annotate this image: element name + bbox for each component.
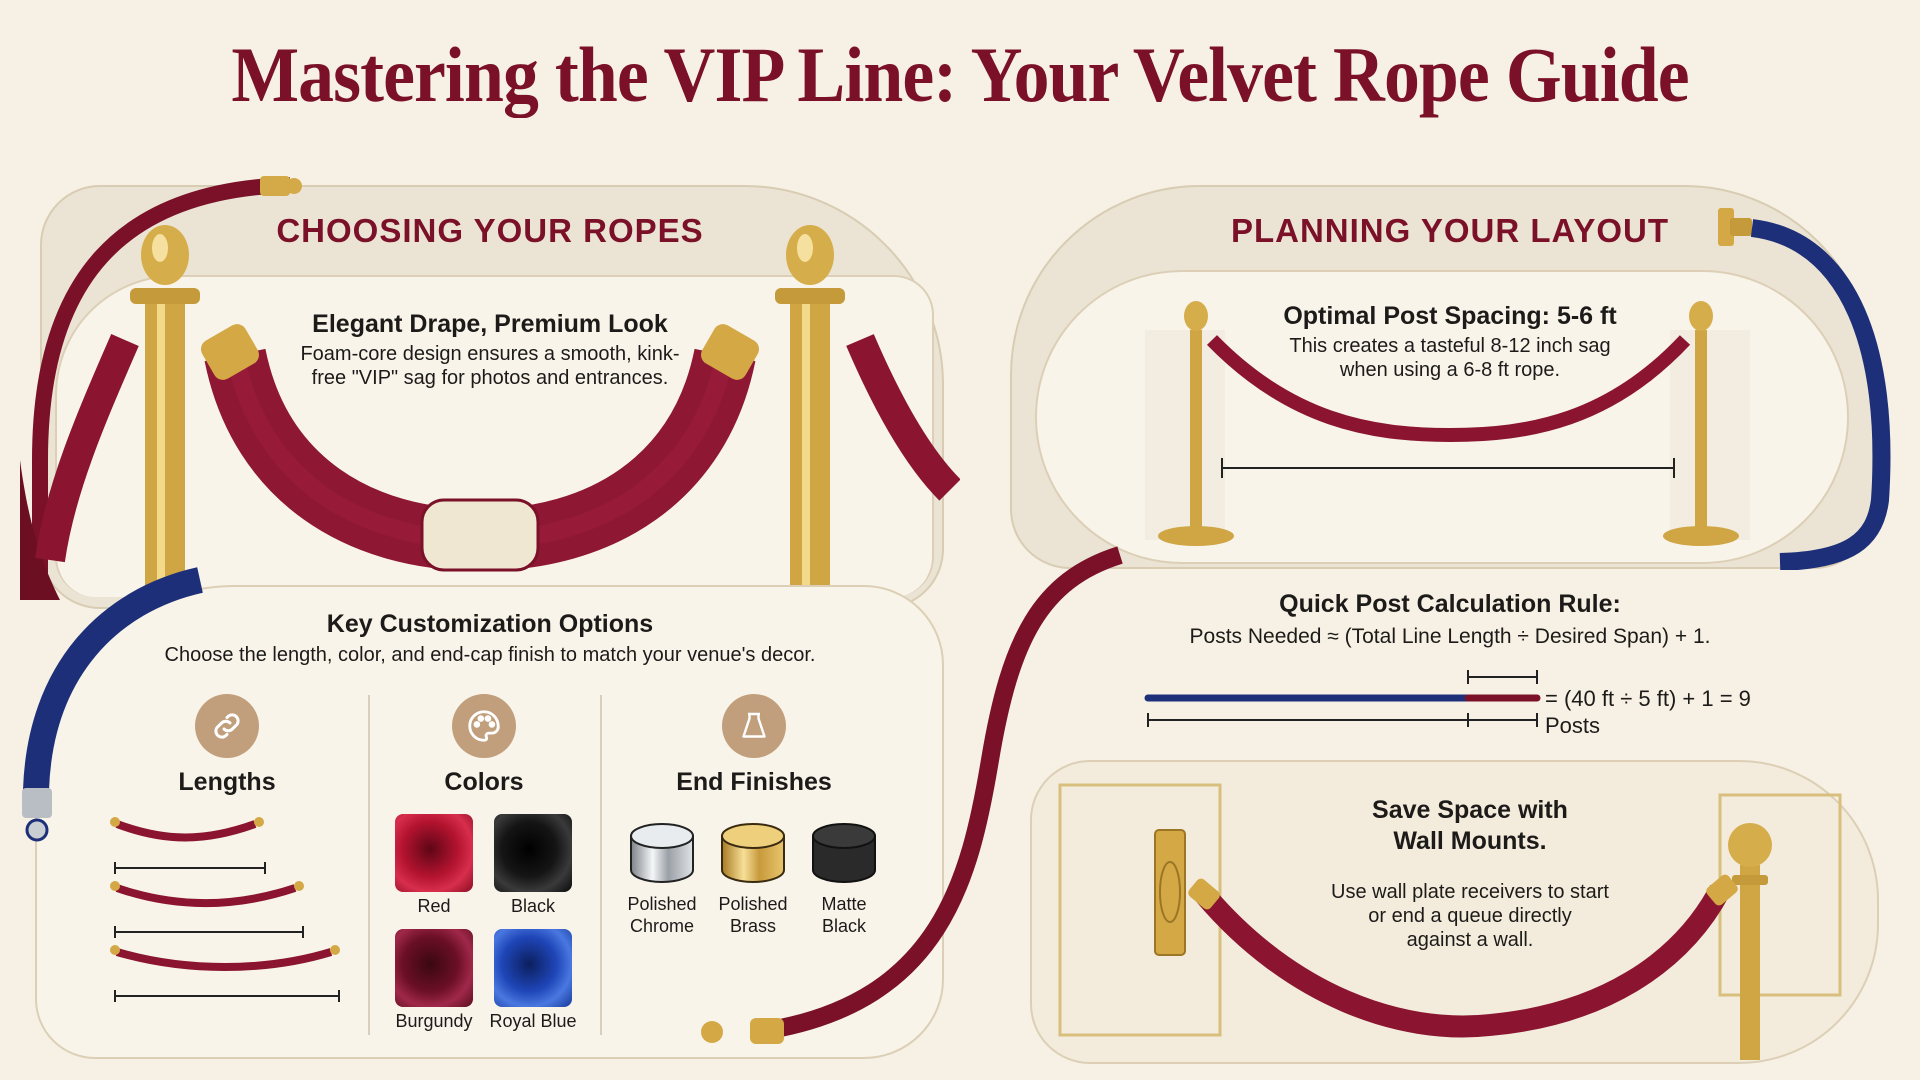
swatch-burgundy-label: Burgundy (395, 1011, 473, 1031)
page-title: Mastering the VIP Line: Your Velvet Rope… (231, 31, 1689, 118)
choosing-ropes-heading: CHOOSING YOUR ROPES (276, 212, 704, 249)
customization-panel (35, 585, 944, 1059)
matte-black-cap-swatch[interactable] (810, 822, 878, 886)
palette-icon (468, 710, 500, 742)
chrome-cap-swatch[interactable] (628, 822, 696, 886)
calculation-bar-diagram (1144, 670, 1541, 727)
end-cap-icon (742, 712, 766, 738)
wall-mounts-text-2: or end a queue directly (1368, 905, 1572, 927)
winding-rope-decoration (701, 546, 1123, 1044)
post-spacing-text-2: when using a 6-8 ft rope. (1339, 359, 1561, 381)
elegant-drape-text-1: Foam-core design ensures a smooth, kink- (300, 343, 680, 365)
link-icon (214, 713, 240, 739)
column-divider-2 (600, 695, 602, 1035)
swatch-royal-blue[interactable] (494, 929, 572, 1007)
customization-subtitle: Choose the length, color, and end-cap fi… (164, 644, 816, 666)
colors-label: Colors (444, 768, 524, 796)
elegant-drape-title: Elegant Drape, Premium Look (312, 310, 668, 338)
calculation-formula: Posts Needed ≈ (Total Line Length ÷ Desi… (1189, 625, 1711, 648)
swatch-red[interactable] (395, 814, 473, 892)
wall-mounts-title-1: Save Space with (1372, 796, 1568, 824)
post-spacing-illustration (1145, 301, 1750, 546)
rope-lengths-illustration (110, 817, 340, 1002)
navy-rope-decoration (22, 567, 203, 842)
customization-title: Key Customization Options (326, 610, 654, 638)
post-spacing-title: Optimal Post Spacing: 5-6 ft (1283, 302, 1617, 330)
swatch-black[interactable] (494, 814, 572, 892)
elegant-drape-text-2: free "VIP" sag for photos and entrances. (311, 367, 669, 389)
brass-cap-swatch[interactable] (719, 822, 787, 886)
wall-mount-illustration (1058, 783, 1842, 1060)
wall-mounts-text-3: against a wall. (1406, 929, 1534, 951)
stanchion-rope-illustration (20, 176, 960, 600)
brass-cap-label: Polished Brass (718, 894, 788, 936)
swatch-royal-blue-label: Royal Blue (489, 1011, 577, 1031)
finishes-icon-circle (722, 694, 786, 758)
wall-mounts-title-2: Wall Mounts. (1393, 827, 1547, 855)
chrome-cap-label: Polished Chrome (627, 894, 697, 936)
finishes-label: End Finishes (676, 768, 832, 796)
wall-mounts-text-1: Use wall plate receivers to start (1331, 881, 1609, 903)
colors-icon-circle (452, 694, 516, 758)
swatch-black-label: Black (510, 896, 555, 916)
post-spacing-text-1: This creates a tasteful 8-12 inch sag (1289, 335, 1611, 357)
swatch-burgundy[interactable] (395, 929, 473, 1007)
calculation-title: Quick Post Calculation Rule: (1279, 590, 1621, 618)
calculation-example: = (40 ft ÷ 5 ft) + 1 = 9 Posts (1545, 686, 1751, 738)
lengths-icon-circle (195, 694, 259, 758)
planning-layout-heading: PLANNING YOUR LAYOUT (1230, 212, 1670, 249)
lengths-label: Lengths (178, 768, 276, 796)
swatch-red-label: Red (417, 896, 451, 916)
navy-rope-wall-receiver (1718, 208, 1891, 570)
column-divider-1 (368, 695, 370, 1035)
matte-black-cap-label: Matte Black (821, 894, 867, 936)
